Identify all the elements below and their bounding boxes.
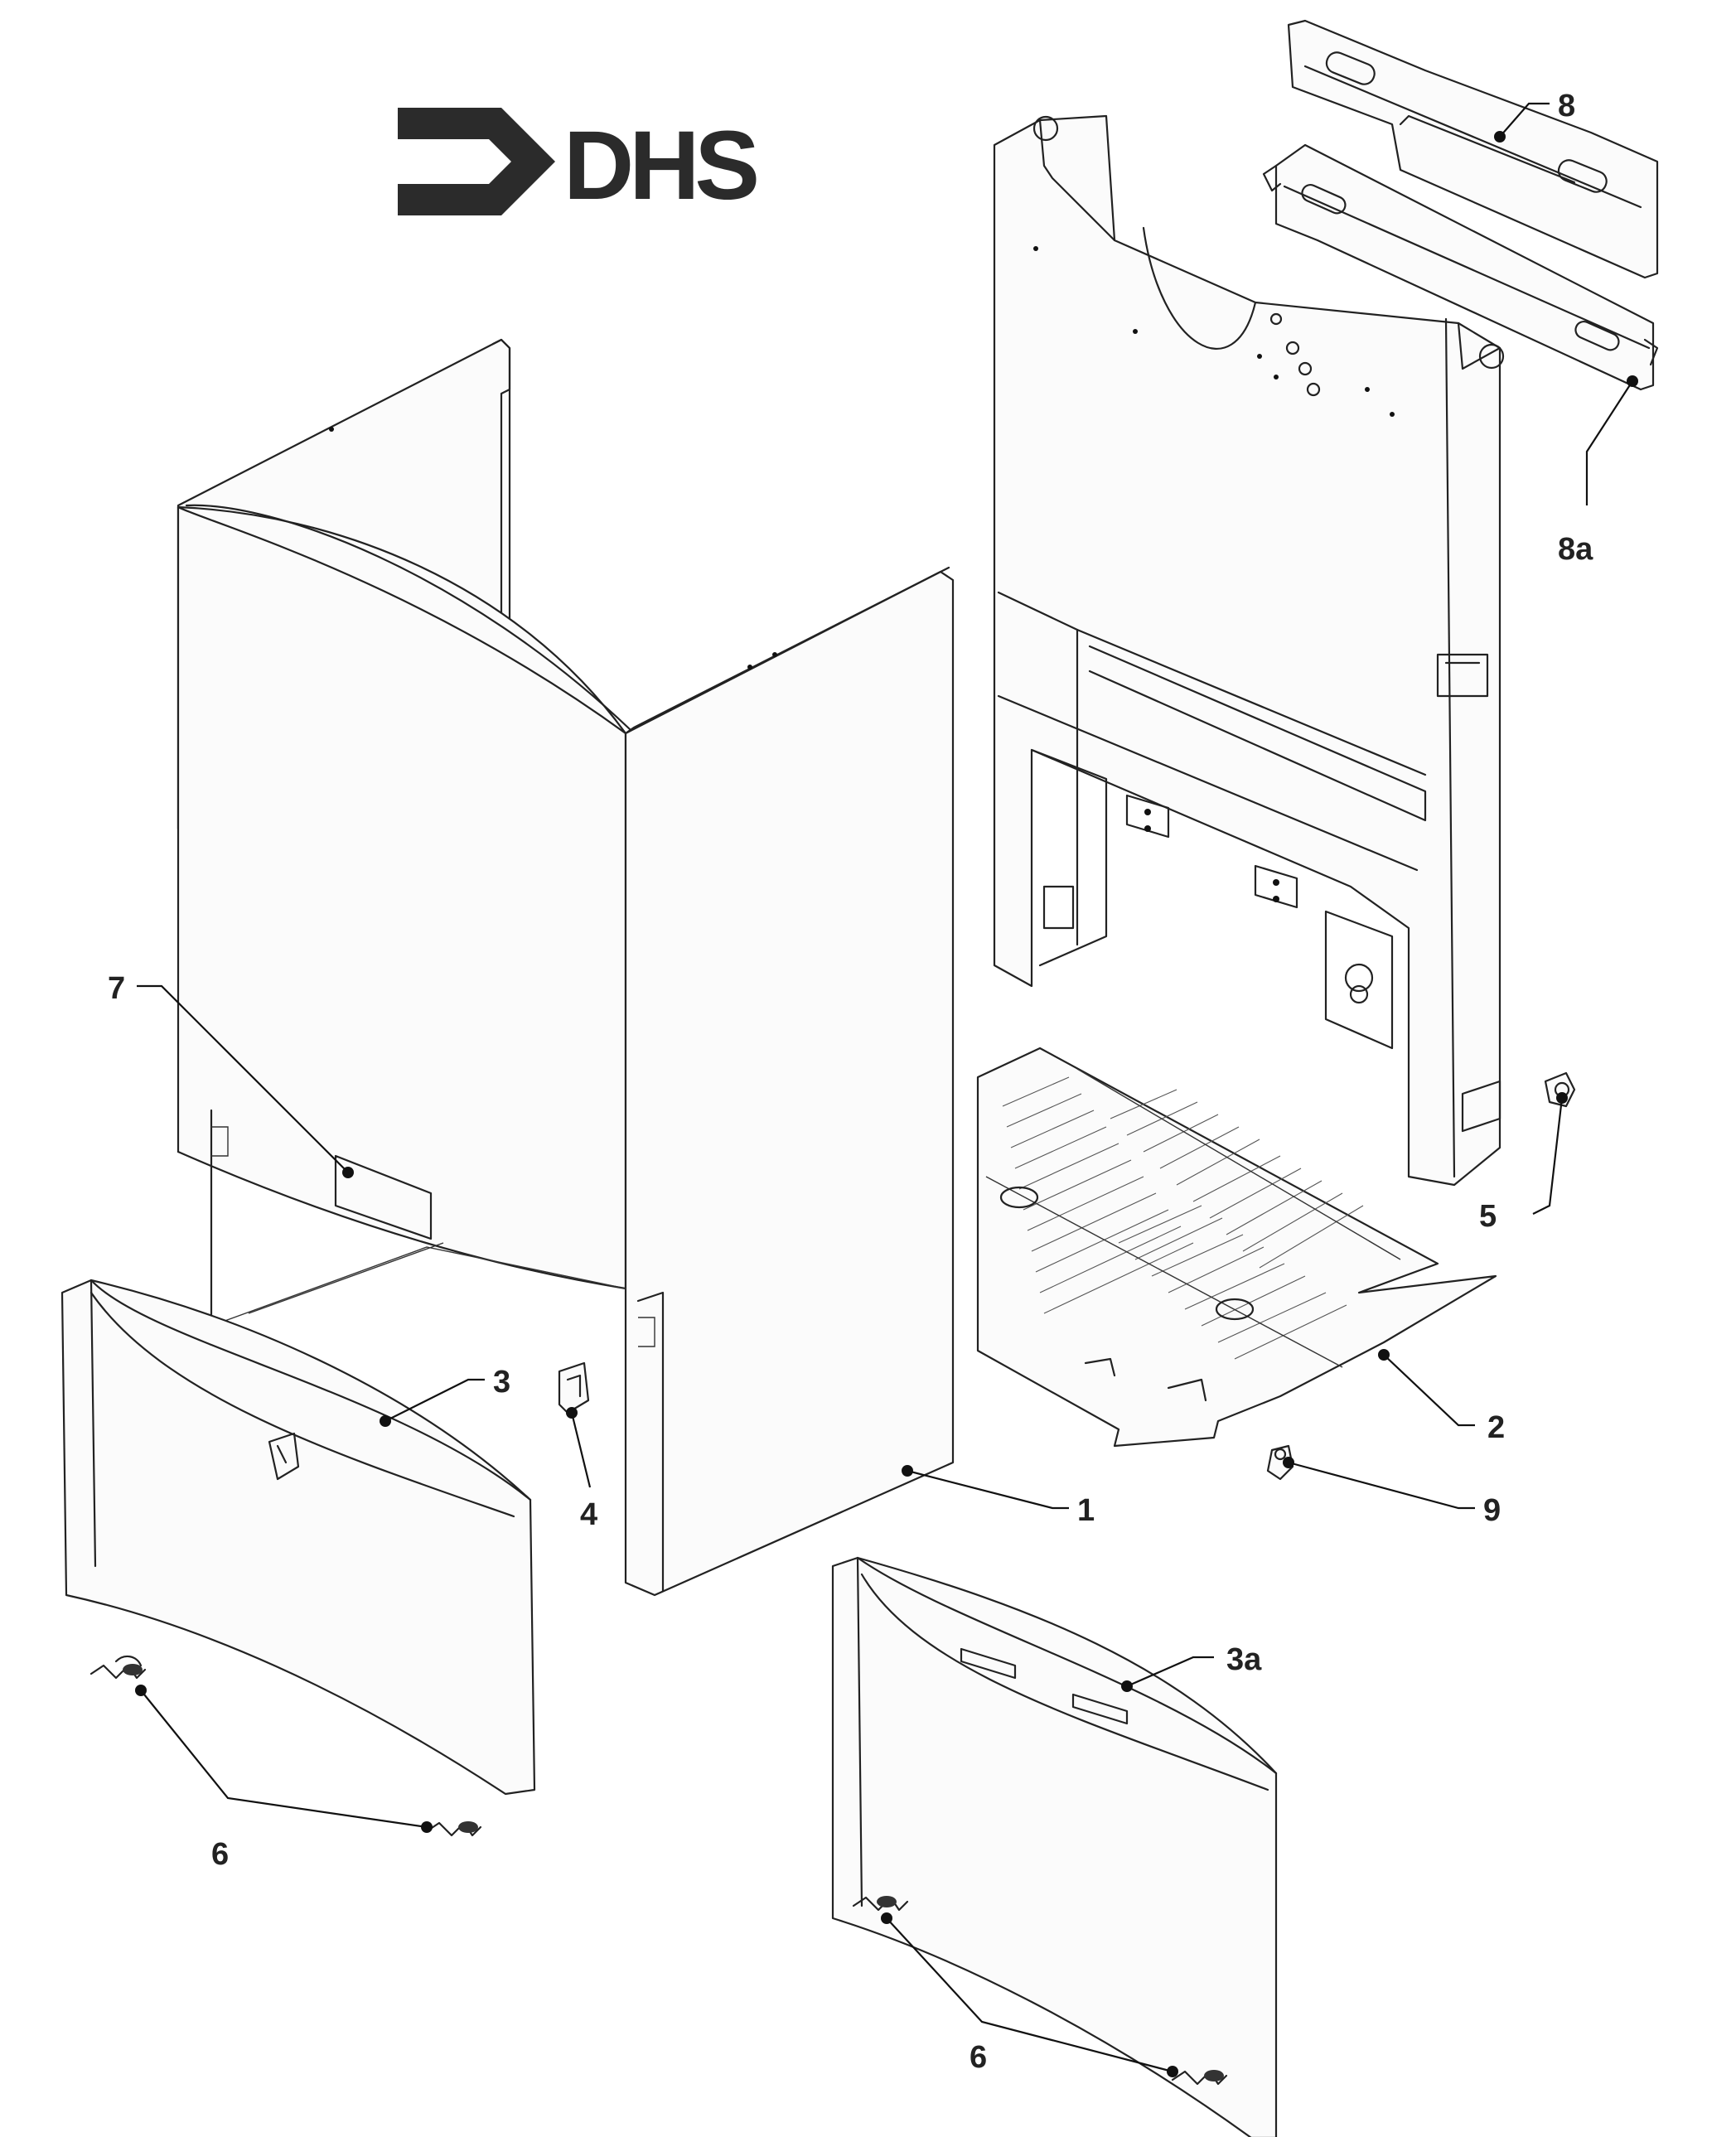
- part-3-front-panel: [60, 1279, 536, 1796]
- callout-label-2: 2: [1487, 1410, 1505, 1445]
- part-6-spring-left-bottom: [425, 1821, 482, 1837]
- callout-8: 8: [1494, 89, 1575, 143]
- callout-label-8a: 8a: [1558, 532, 1593, 567]
- back-chassis-frame: [993, 114, 1505, 1187]
- callout-label-5: 5: [1479, 1199, 1497, 1234]
- dhs-logo-arrow-icon: [398, 108, 555, 215]
- callout-5: 5: [1479, 1092, 1568, 1234]
- callout-label-1: 1: [1077, 1493, 1095, 1528]
- callout-7: 7: [108, 971, 354, 1178]
- callout-label-3a: 3a: [1226, 1642, 1262, 1677]
- part-4-clip: [558, 1361, 590, 1414]
- dhs-logo: DHS: [398, 108, 762, 220]
- callout-4: 4: [566, 1407, 597, 1532]
- callout-6-left: 6: [135, 1685, 433, 1872]
- callout-3: 3: [380, 1365, 510, 1427]
- part-8a-wall-bracket: [1262, 143, 1659, 391]
- part-8-wall-bracket: [1287, 19, 1659, 279]
- callout-9: 9: [1283, 1457, 1501, 1528]
- part-6-spring-right-bottom: [1171, 2070, 1228, 2086]
- callout-label-4: 4: [580, 1497, 597, 1532]
- part-1-casing: [177, 338, 955, 1597]
- callout-label-6-right: 6: [970, 2040, 987, 2075]
- callout-2: 2: [1378, 1349, 1505, 1445]
- callout-6-right: 6: [881, 1912, 1178, 2077]
- logo-text: DHS: [563, 111, 757, 220]
- callout-label-6-left: 6: [211, 1837, 229, 1872]
- part-6-spring-right-top: [852, 1896, 909, 1912]
- callout-label-7: 7: [108, 971, 125, 1006]
- callout-label-9: 9: [1483, 1493, 1501, 1528]
- callout-3a: 3a: [1121, 1642, 1262, 1692]
- callout-label-3: 3: [493, 1365, 510, 1400]
- part-3a-front-panel: [831, 1556, 1278, 2137]
- callout-label-8: 8: [1558, 89, 1575, 123]
- part-6-spring-left-top: [89, 1655, 147, 1680]
- part-9-clip: [1266, 1444, 1294, 1481]
- part-2-base-tray: [976, 1047, 1497, 1448]
- callout-1: 1: [902, 1465, 1095, 1528]
- callout-8a: 8a: [1558, 375, 1638, 567]
